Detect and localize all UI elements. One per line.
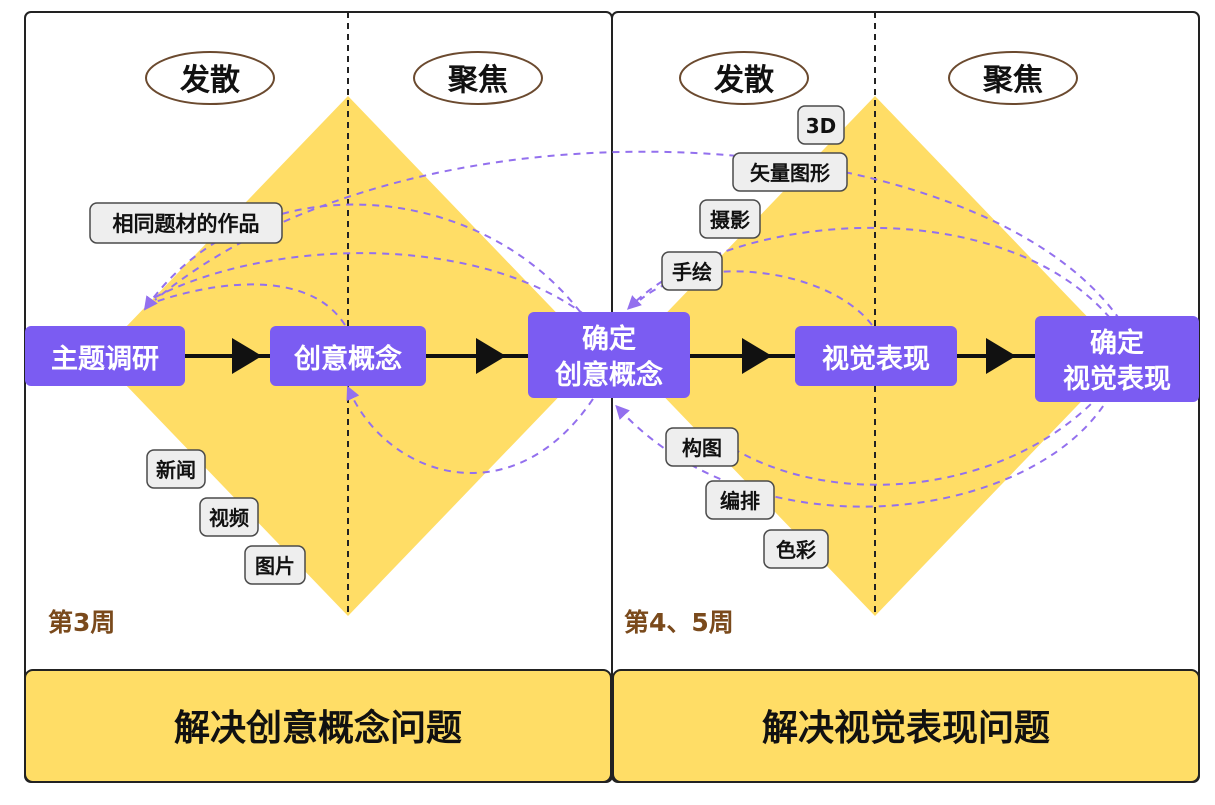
- tag-same-topic-works: 相同题材的作品: [89, 202, 283, 244]
- tag-label: 摄影: [710, 208, 750, 232]
- feedback-curve: [719, 394, 1101, 486]
- footer-text: 解决视觉表现问题: [762, 708, 1050, 749]
- phase-left-text: 发散: [179, 63, 240, 98]
- step-label: 创意概念: [293, 343, 402, 375]
- tag-layout: 编排: [705, 480, 775, 520]
- step-label-line2: 视觉表现: [1063, 364, 1171, 395]
- tag-label: 编排: [720, 489, 760, 513]
- tag-label: 构图: [682, 436, 722, 460]
- tag-label: 新闻: [156, 458, 196, 482]
- step-label-line1: 确定: [582, 323, 636, 355]
- step-topic-research: 主题调研: [25, 326, 185, 386]
- week-label-left: 第3周: [48, 608, 115, 637]
- step-label-line2: 创意概念: [554, 359, 663, 391]
- tag-label: 色彩: [776, 538, 816, 562]
- tag-label: 3D: [806, 114, 837, 138]
- footer-right: 解决视觉表现问题: [612, 669, 1200, 783]
- tag-color: 色彩: [763, 529, 829, 569]
- step-visual-expression: 视觉表现: [795, 326, 957, 386]
- phase-label-right-2: 聚焦: [948, 51, 1078, 105]
- tag-vector-graphics: 矢量图形: [732, 152, 848, 192]
- phase-label-right-1: 发散: [679, 51, 809, 105]
- left-feedback-curves: [143, 203, 609, 475]
- flow-arrow: [476, 338, 506, 374]
- step-label-line1: 确定: [1090, 327, 1144, 359]
- tag-3d: 3D: [797, 105, 845, 145]
- phase-label-left-1: 发散: [145, 51, 275, 105]
- phase-left-text: 发散: [713, 63, 774, 98]
- feedback-curve: [154, 283, 346, 326]
- tag-label: 视频: [209, 506, 249, 530]
- step-confirm-creative-concept: 确定 创意概念: [528, 312, 690, 398]
- footer-left: 解决创意概念问题: [24, 669, 612, 783]
- tag-label: 矢量图形: [750, 161, 830, 185]
- flow-arrow: [986, 338, 1016, 374]
- phase-label-left-2: 聚焦: [413, 51, 543, 105]
- flow-arrow: [742, 338, 772, 374]
- step-creative-concept: 创意概念: [270, 326, 426, 386]
- step-confirm-visual-expression: 确定 视觉表现: [1035, 316, 1199, 402]
- flow-arrow: [232, 338, 262, 374]
- feedback-curve: [143, 203, 609, 357]
- phase-right-text: 聚焦: [447, 63, 508, 98]
- tag-photography: 摄影: [699, 199, 761, 239]
- week-label-right: 第4、5周: [624, 608, 734, 637]
- feedback-curve: [154, 150, 1121, 321]
- tag-image: 图片: [244, 545, 306, 585]
- tag-label: 相同题材的作品: [113, 212, 260, 236]
- footer-text: 解决创意概念问题: [174, 707, 462, 749]
- tag-video: 视频: [199, 497, 259, 537]
- tag-label: 手绘: [672, 260, 712, 284]
- step-label: 主题调研: [51, 344, 159, 375]
- tag-label: 图片: [255, 554, 295, 578]
- phase-right-text: 聚焦: [982, 63, 1043, 98]
- step-label: 视觉表现: [822, 344, 930, 375]
- tag-composition: 构图: [665, 427, 739, 467]
- tag-news: 新闻: [146, 449, 206, 489]
- feedback-curve: [346, 385, 601, 475]
- tag-hand-drawn: 手绘: [661, 251, 723, 291]
